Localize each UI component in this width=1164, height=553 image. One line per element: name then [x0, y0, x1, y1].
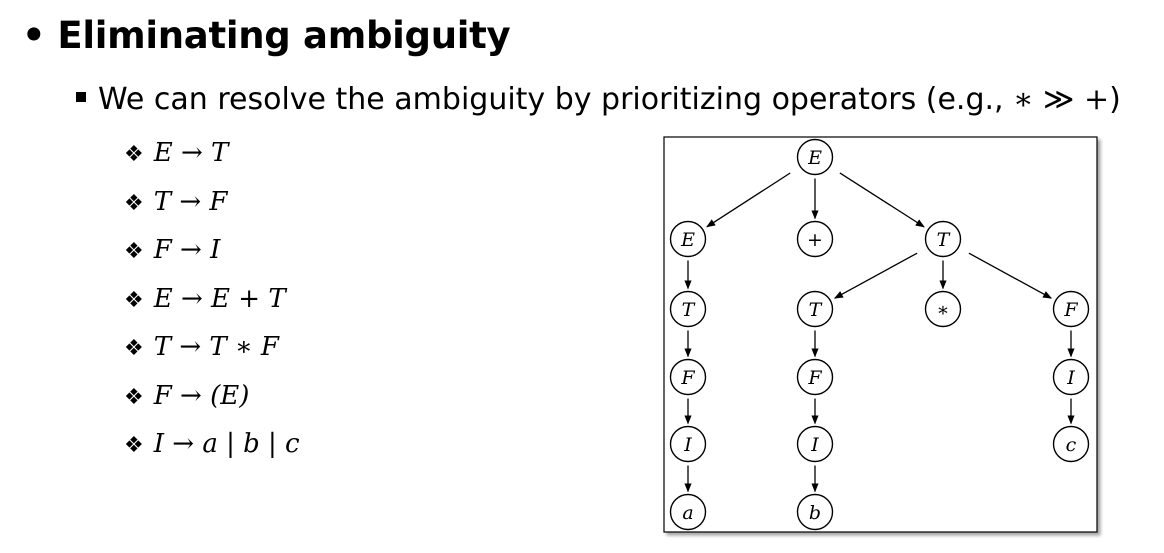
- tree-node-label: I: [683, 434, 692, 456]
- grammar-rule: ❖ E → E + T: [124, 280, 300, 329]
- tree-node-label: b: [809, 502, 821, 524]
- tree-node-circle: [924, 220, 962, 258]
- tree-node-label: T: [937, 229, 951, 251]
- tree-node-label: F: [1063, 299, 1078, 321]
- tree-node: T: [669, 290, 707, 328]
- tree-node-label: T: [682, 299, 696, 321]
- diamond-bullet-icon: ❖: [124, 142, 144, 167]
- tree-node: +: [796, 220, 834, 258]
- tree-node: a: [669, 493, 707, 531]
- tree-node: E: [796, 138, 834, 176]
- tree-node-circle: [796, 138, 834, 176]
- tree-node: F: [669, 358, 707, 396]
- tree-node: E: [669, 220, 707, 258]
- grammar-rule: ❖ I → a | b | c: [124, 425, 300, 474]
- rule-text: T → T ∗ F: [153, 332, 279, 362]
- rule-text: T → F: [153, 186, 228, 217]
- tree-node: I: [669, 425, 707, 463]
- tree-node-label: c: [1066, 434, 1077, 456]
- tree-frame: [663, 136, 1098, 533]
- tree-node: ∗: [924, 290, 962, 328]
- rule-text: E → T: [153, 138, 229, 168]
- tree-node-circle: [1052, 290, 1090, 328]
- tree-node-circle: [796, 425, 834, 463]
- tree-node-circle: [669, 493, 707, 531]
- tree-node-label: a: [682, 502, 693, 524]
- tree-node: I: [796, 425, 834, 463]
- tree-node-label: T: [809, 299, 823, 321]
- tree-node-label: E: [807, 147, 822, 169]
- diamond-bullet-icon: ❖: [124, 384, 144, 410]
- tree-node-label: E: [680, 229, 695, 251]
- tree-node-circle: [796, 358, 834, 396]
- diamond-bullet-icon: ❖: [124, 287, 144, 313]
- tree-nodes: E E + T T F Ia T ∗ F F Ib Ic: [669, 138, 1090, 531]
- tree-node-label: F: [807, 367, 822, 389]
- grammar-rule: ❖ E → T: [124, 134, 300, 183]
- tree-node-circle: [796, 493, 834, 531]
- diamond-bullet-icon: ❖: [124, 190, 144, 216]
- rule-text: F → (E): [153, 380, 250, 411]
- diamond-bullet-icon: ❖: [124, 433, 144, 458]
- tree-node-circle: [924, 290, 962, 328]
- tree-node: c: [1052, 425, 1090, 463]
- subpoint: We can resolve the ambiguity by prioriti…: [76, 82, 1121, 117]
- tree-node-circle: [796, 220, 834, 258]
- slide-title: • Eliminating ambiguity: [22, 14, 511, 57]
- tree-node-label: I: [810, 434, 819, 456]
- title-bullet: •: [22, 14, 46, 57]
- tree-node: T: [924, 220, 962, 258]
- title-text: Eliminating ambiguity: [57, 14, 511, 57]
- subpoint-close: ): [1109, 82, 1121, 117]
- rule-text: I → a | b | c: [153, 429, 300, 459]
- tree-node-circle: [669, 425, 707, 463]
- tree-node-label: I: [1066, 367, 1075, 389]
- tree-node-circle: [669, 358, 707, 396]
- tree-node-label: +: [807, 229, 823, 251]
- tree-node: T: [796, 290, 834, 328]
- rule-text: F → I: [153, 235, 221, 265]
- tree-edge-arrow: [706, 172, 791, 228]
- subpoint-math: ∗ ≫ +: [1013, 82, 1110, 117]
- tree-edge-arrow: [833, 252, 918, 299]
- tree-node-circle: [1052, 358, 1090, 396]
- tree-node-circle: [796, 290, 834, 328]
- grammar-rule: ❖ T → F: [124, 183, 300, 232]
- tree-node: F: [796, 358, 834, 396]
- grammar-rules: ❖ E → T ❖ T → F ❖ F → I ❖ E → E + T ❖ T → T ∗…: [124, 134, 300, 474]
- tree-node: F: [1052, 290, 1090, 328]
- diamond-bullet-icon: ❖: [124, 336, 144, 361]
- square-bullet-icon: [76, 91, 86, 102]
- grammar-rule: ❖ F → I: [124, 231, 300, 280]
- tree-node-label: F: [680, 367, 695, 389]
- tree-edge-arrow: [839, 172, 925, 228]
- tree-node-label: ∗: [937, 299, 950, 321]
- rule-text: E → E + T: [153, 283, 286, 314]
- subpoint-text: We can resolve the ambiguity by prioriti…: [98, 82, 1014, 117]
- diamond-bullet-icon: ❖: [124, 239, 144, 264]
- tree-node-circle: [1052, 425, 1090, 463]
- grammar-rule: ❖ F → (E): [124, 377, 300, 426]
- tree-node-circle: [669, 290, 707, 328]
- tree-node: b: [796, 493, 834, 531]
- tree-edges: [684, 172, 1075, 493]
- tree-node: I: [1052, 358, 1090, 396]
- tree-node-circle: [669, 220, 707, 258]
- grammar-rule: ❖ T → T ∗ F: [124, 328, 300, 377]
- tree-edge-arrow: [968, 252, 1053, 299]
